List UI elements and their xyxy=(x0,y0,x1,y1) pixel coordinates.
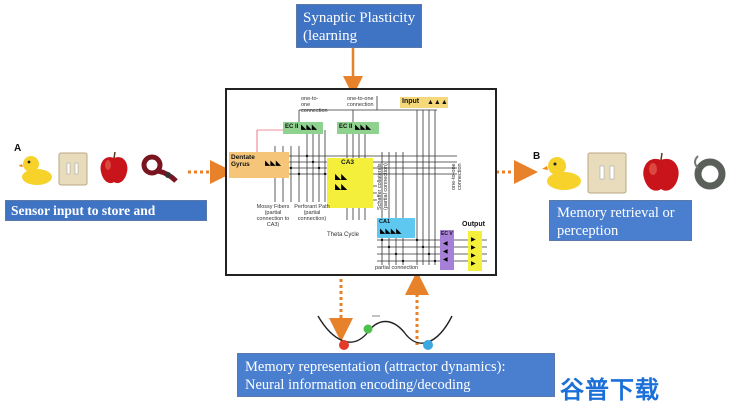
memory-retrieval-label: Memory retrieval or perception xyxy=(549,200,692,241)
memory-retrieval-line2: perception xyxy=(557,223,619,239)
ca3-region xyxy=(327,158,373,208)
schaffer-label: Schaffer collaterals (partial connection… xyxy=(377,163,389,210)
synaptic-plasticity-line1: Synaptic Plasticity xyxy=(303,10,416,26)
theta-cycle-label: Theta Cycle xyxy=(327,232,360,238)
ball-blue xyxy=(423,340,433,350)
red-apple-icon xyxy=(643,152,679,191)
light-switch-icon xyxy=(58,152,88,186)
ca1-label: CA1 xyxy=(379,219,391,225)
memory-retrieval-line1: Memory retrieval or xyxy=(557,205,675,221)
light-switch-icon xyxy=(587,152,627,194)
ec2-right-label: EC II xyxy=(339,124,353,130)
sensor-input-text: Sensor input to store and retrieval xyxy=(11,203,156,234)
dentate-neurons: ◣◣◣ xyxy=(265,159,282,167)
mossy-fibers-label: Mossy Fibers (partial connection to CA3) xyxy=(256,204,290,228)
panel-letter-a: A xyxy=(14,143,22,154)
rope-coil-icon xyxy=(141,154,178,183)
ec5-neurons: ◀◀◀ xyxy=(443,241,448,263)
input-region xyxy=(400,97,448,108)
red-apple-icon xyxy=(100,151,128,184)
attractor-landscape xyxy=(317,315,453,344)
ca1-neurons: ◣◣◣◣ xyxy=(380,227,402,235)
input-label: Input xyxy=(402,98,420,105)
ec2-left-neurons: ◣◣◣ xyxy=(301,123,318,131)
hippocampus-circuit: Input ▲▲▲ EC II ◣◣◣ EC II ◣◣◣ Dentate Gy… xyxy=(225,88,497,276)
duck-toy-icon xyxy=(19,156,52,185)
ca1-region xyxy=(377,218,415,238)
output-neurons: ▶▶▶▶ xyxy=(471,237,476,267)
ca3-neurons: ◣◣◣◣ xyxy=(335,172,348,191)
ec5-label: EC V xyxy=(441,231,453,237)
ball-red xyxy=(339,340,349,350)
ec2-left-region xyxy=(283,122,323,134)
ec2-right-region xyxy=(337,122,379,134)
watermark-logo: 谷普下载 xyxy=(560,376,660,404)
partial-connection-label: partial connection xyxy=(375,265,419,271)
ball-green xyxy=(363,324,373,334)
output-label: Output xyxy=(462,221,485,228)
ec2-right-neurons: ◣◣◣ xyxy=(355,123,372,131)
sensor-input-label: Sensor input to store and retrieval xyxy=(5,200,207,234)
rope-coil-icon xyxy=(694,155,726,190)
dentate-gyrus-region xyxy=(229,152,289,178)
ca3-label: CA3 xyxy=(341,159,355,166)
panel-letter-b: B xyxy=(533,151,541,162)
synaptic-plasticity-label: Synaptic Plasticity (learning algorithm) xyxy=(296,4,422,62)
ec5-region xyxy=(440,230,454,270)
ec2-left-label: EC II xyxy=(285,124,299,130)
synaptic-plasticity-line2: (learning algorithm) xyxy=(303,28,367,62)
output-region xyxy=(468,231,482,271)
one-to-one-vertical-label: one-to-one connection xyxy=(451,163,463,190)
memory-representation-label: Memory representation (attractor dynamic… xyxy=(237,353,555,397)
memory-representation-line1: Memory representation (attractor dynamic… xyxy=(245,359,506,375)
dentate-gyrus-label: Dentate Gyrus xyxy=(231,154,255,168)
duck-toy-icon xyxy=(542,157,581,190)
perforant-path-label: Perforant Path (partial connection) xyxy=(294,204,330,222)
conn-label-1: one-to-one connection xyxy=(301,96,328,114)
memory-representation-line2: Neural information encoding/decoding xyxy=(245,377,471,393)
conn-label-2: one-to-one connection xyxy=(347,96,374,108)
input-neurons: ▲▲▲ xyxy=(427,98,448,106)
